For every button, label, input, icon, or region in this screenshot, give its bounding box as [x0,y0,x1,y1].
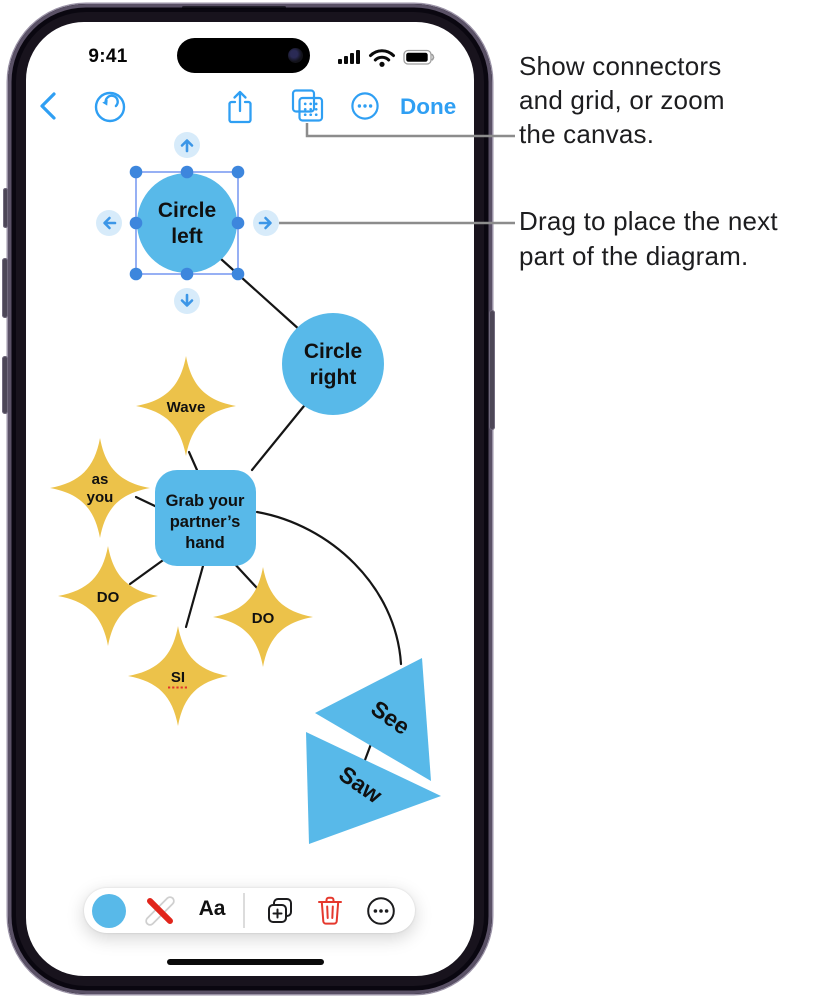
shape-star-si[interactable]: SI [128,626,228,726]
shape-star-do-right[interactable]: DO [213,567,313,667]
shape-circle-right[interactable]: Circle right [282,313,384,415]
shape-star-wave[interactable]: Wave [136,356,236,456]
power-button [489,310,495,430]
status-icons [338,49,435,67]
svg-text:Circle: Circle [158,199,216,222]
add-shape-up-handle[interactable] [174,132,200,158]
svg-text:right: right [310,366,357,389]
format-more-button[interactable] [364,894,398,928]
home-indicator[interactable] [167,959,324,965]
dynamic-island [177,38,310,73]
svg-text:left: left [171,225,203,248]
more-ellipsis-icon [351,92,379,120]
svg-text:you: you [87,489,114,506]
volume-down-button [2,356,8,414]
svg-text:Wave: Wave [167,399,206,416]
status-time: 9:41 [88,46,128,67]
freeform-screen: 9:41 [26,22,474,976]
shape-rect-grab[interactable]: Grab your partner’s hand [155,470,256,566]
callout-line: Show connectors [519,51,722,81]
trash-icon [318,896,342,925]
front-camera [288,48,303,63]
shape-triangle-saw[interactable]: Saw [306,732,441,844]
add-shape-left-handle[interactable] [96,210,122,236]
share-icon [228,90,252,124]
callout-line: Drag to place the next [519,206,778,236]
svg-text:DO: DO [252,610,275,627]
speaker-slot [182,6,286,9]
format-bar-divider [243,893,245,928]
no-stroke-icon [145,895,175,926]
back-chevron-icon [40,92,56,120]
svg-text:SI: SI [171,669,185,686]
callout-line: part of the diagram. [519,241,749,271]
callout-text-drag: Drag to place the next part of the diagr… [519,204,778,274]
shape-star-do-left[interactable]: DO [58,546,158,646]
text-style-button[interactable]: Aa [198,897,226,920]
selection-overlay [96,132,279,314]
back-button[interactable] [38,91,58,121]
more-button[interactable] [350,91,380,121]
stroke-style-button[interactable] [140,891,180,931]
done-button[interactable]: Done [400,94,457,119]
svg-text:hand: hand [185,534,224,552]
mute-switch [3,188,8,228]
duplicate-icon [268,897,292,923]
wifi-icon [369,49,395,67]
delete-button[interactable] [314,893,346,927]
callout-line: and grid, or zoom [519,85,725,115]
battery-icon [403,49,435,65]
duplicate-button[interactable] [263,894,297,928]
callout-line: the canvas. [519,119,655,149]
svg-text:DO: DO [97,589,120,606]
callout-text-connectors: Show connectors and grid, or zoom the ca… [519,49,725,151]
format-bar: Aa [84,888,415,933]
undo-icon [94,91,126,123]
volume-up-button [2,258,8,318]
connectors-grid-icon [291,89,324,122]
share-button[interactable] [224,88,256,126]
selection-handles[interactable] [129,165,245,281]
add-shape-right-handle[interactable] [253,210,279,236]
shape-triangle-see[interactable]: See [315,658,431,781]
undo-button[interactable] [93,90,127,124]
shape-circle-left[interactable]: Circle left [137,173,237,273]
connectors-grid-button[interactable] [288,87,326,125]
svg-text:partner’s: partner’s [170,513,241,531]
freeform-canvas[interactable]: Circle left Circle right Wave as you Gra… [26,22,474,976]
more-ellipsis-icon [367,896,395,925]
shape-star-as-you[interactable]: as you [50,438,150,538]
cellular-signal-icon [338,50,360,64]
fill-color-button[interactable] [92,893,126,928]
svg-text:Circle: Circle [304,340,362,363]
svg-text:Grab your: Grab your [166,492,245,510]
svg-text:as: as [92,471,109,488]
add-shape-down-handle[interactable] [174,288,200,314]
